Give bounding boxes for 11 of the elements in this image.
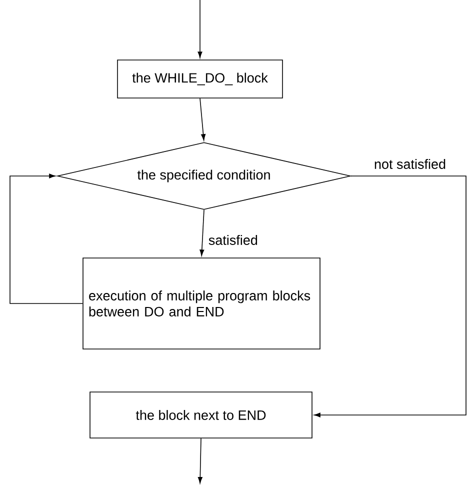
process-box: the block next to END — [90, 392, 312, 438]
process-box: the WHILE_DO_ block — [117, 60, 283, 98]
edge-label: satisfied — [207, 234, 259, 246]
arrow — [10, 174, 83, 304]
edge-label: not satisfied — [372, 158, 448, 170]
arrow — [200, 210, 204, 256]
arrow — [314, 176, 466, 418]
arrow — [198, 438, 202, 484]
arrow — [198, 0, 202, 58]
arrow — [200, 98, 206, 141]
process-box: execution of multiple program blocks between DO and END — [82, 258, 320, 350]
